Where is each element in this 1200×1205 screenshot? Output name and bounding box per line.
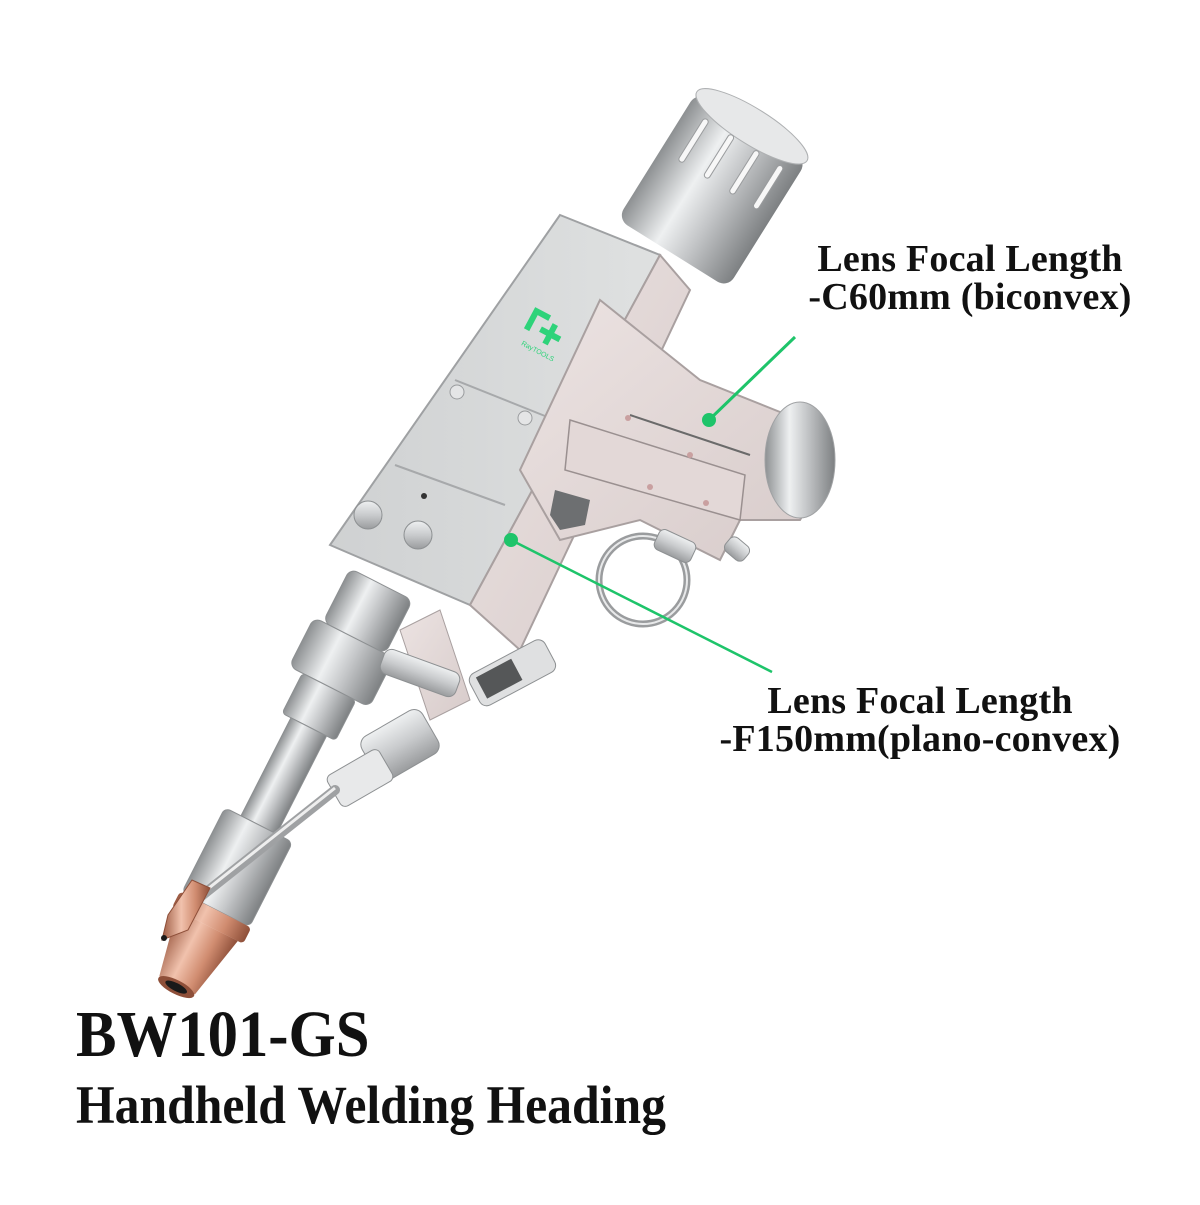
- callout-1-anchor-dot: [702, 413, 716, 427]
- rear-collar: [621, 88, 809, 284]
- callout-2-title: Lens Focal Length: [767, 680, 1073, 722]
- product-subtitle: Handheld Welding Heading: [76, 1075, 666, 1135]
- callout-c60-lens: Lens Focal Length -C60mm (biconvex): [780, 240, 1160, 316]
- callout-1-title: Lens Focal Length: [817, 238, 1123, 280]
- callout-f150-lens: Lens Focal Length -F150mm(plano-convex): [680, 682, 1160, 758]
- handle: [518, 298, 836, 628]
- callout-2-anchor-dot: [504, 533, 518, 547]
- callout-2-value: -F150mm(plano-convex): [719, 718, 1121, 760]
- callout-leaders: [504, 335, 797, 674]
- wire-feeder: [161, 609, 557, 941]
- callout-2-leader-line: [510, 538, 773, 674]
- callout-1-leader-line: [707, 335, 797, 422]
- product-model-title: BW101-GS: [76, 998, 370, 1071]
- callout-1-value: -C60mm (biconvex): [808, 276, 1132, 318]
